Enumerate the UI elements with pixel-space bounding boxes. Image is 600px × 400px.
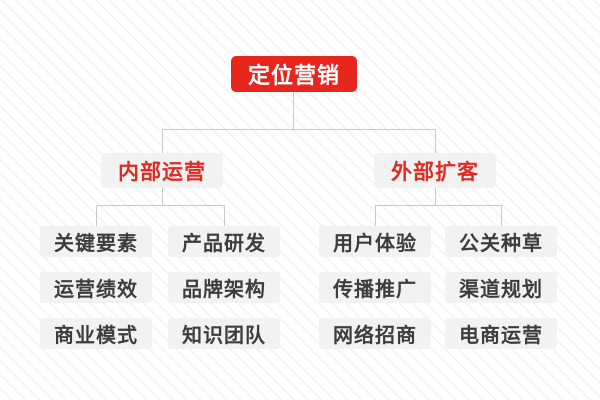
connector-line xyxy=(162,188,163,205)
leaf-node: 电商运营 xyxy=(445,318,557,349)
leaf-node: 公关种草 xyxy=(445,226,557,257)
connector-line xyxy=(293,92,294,129)
connector-line xyxy=(375,205,376,226)
root-node: 定位营销 xyxy=(231,56,357,92)
leaf-node: 用户体验 xyxy=(319,226,431,257)
leaf-node: 关键要素 xyxy=(40,226,152,257)
connector-line xyxy=(375,205,501,206)
connector-line xyxy=(435,129,436,153)
leaf-node: 产品研发 xyxy=(168,226,280,257)
leaf-node: 渠道规划 xyxy=(445,272,557,303)
leaf-node: 传播推广 xyxy=(319,272,431,303)
connector-line xyxy=(224,205,225,226)
connector-line xyxy=(96,205,224,206)
branch-node-external-expansion: 外部扩客 xyxy=(374,153,496,188)
leaf-group-external: 用户体验 公关种草 传播推广 渠道规划 网络招商 电商运营 xyxy=(319,226,557,349)
leaf-node: 网络招商 xyxy=(319,318,431,349)
connector-line xyxy=(162,129,163,153)
connector-line xyxy=(162,129,436,130)
leaf-node: 商业模式 xyxy=(40,318,152,349)
connector-line xyxy=(435,188,436,205)
leaf-node: 知识团队 xyxy=(168,318,280,349)
connector-line xyxy=(501,205,502,226)
leaf-node: 品牌架构 xyxy=(168,272,280,303)
leaf-node: 运营绩效 xyxy=(40,272,152,303)
connector-line xyxy=(96,205,97,226)
leaf-group-internal: 关键要素 产品研发 运营绩效 品牌架构 商业模式 知识团队 xyxy=(40,226,280,349)
branch-node-internal-operations: 内部运营 xyxy=(101,153,223,188)
